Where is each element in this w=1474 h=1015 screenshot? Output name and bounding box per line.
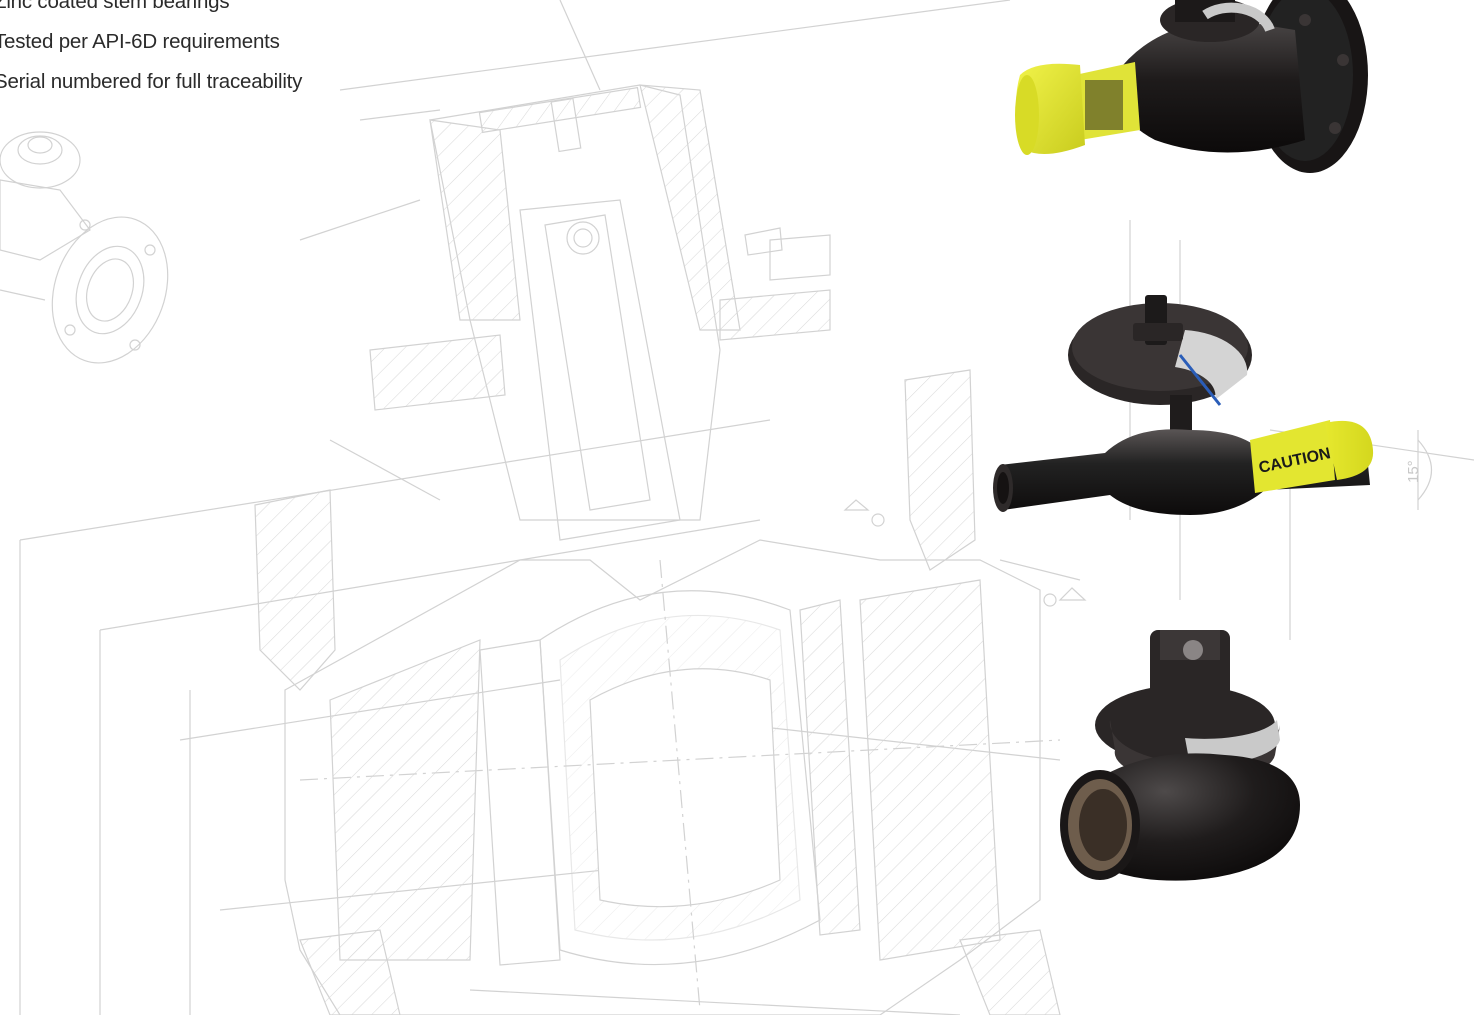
feature-list: Zinc coated stem bearings Tested per API… [0,0,302,102]
welded-ball-valve-icon [1060,630,1300,881]
feature-item: Tested per API-6D requirements [0,30,280,53]
angle-label: 15° [1405,460,1422,483]
ghost-valve-sketch-icon [0,132,187,379]
flanged-ball-valve-with-yellow-cap-icon [1015,0,1368,173]
feature-item: Serial numbered for full traceability [0,70,303,93]
threaded-ball-valve-with-handle-plate-icon: CAUTION [993,295,1374,515]
feature-item: Zinc coated stem bearings [0,0,230,13]
